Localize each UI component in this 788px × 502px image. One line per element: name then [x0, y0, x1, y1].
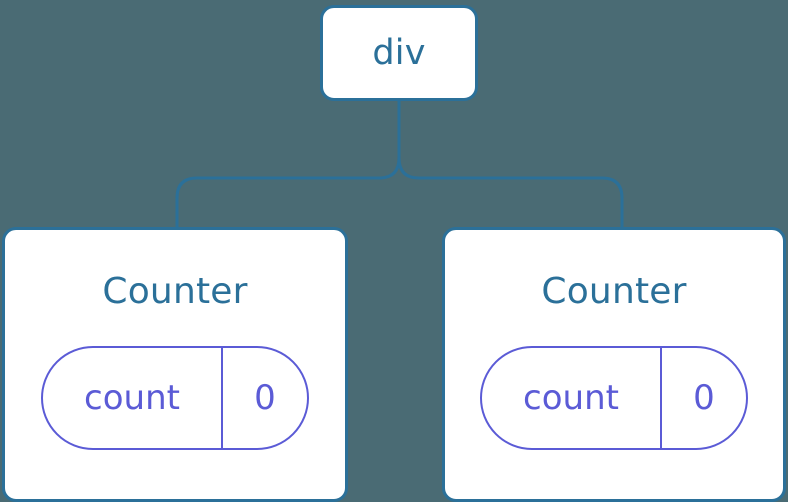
node-counter-left-label: Counter: [102, 271, 248, 312]
state-pill-left: count 0: [41, 346, 309, 450]
node-counter-right-label: Counter: [541, 271, 687, 312]
node-div[interactable]: div: [320, 5, 478, 101]
node-div-label: div: [372, 32, 426, 73]
state-pill-right-value: 0: [693, 378, 715, 418]
node-counter-right[interactable]: Counter count 0: [442, 227, 786, 502]
state-pill-right: count 0: [480, 346, 748, 450]
state-pill-left-key-cell: count: [43, 348, 223, 448]
state-pill-left-key: count: [84, 378, 180, 418]
state-pill-left-value: 0: [254, 378, 276, 418]
node-counter-left[interactable]: Counter count 0: [2, 227, 348, 502]
state-pill-left-value-cell: 0: [223, 348, 307, 448]
connector-branch-left: [175, 156, 401, 229]
state-pill-right-value-cell: 0: [662, 348, 746, 448]
connector-branch-right: [397, 156, 624, 229]
state-pill-right-key-cell: count: [482, 348, 662, 448]
state-pill-right-key: count: [523, 378, 619, 418]
